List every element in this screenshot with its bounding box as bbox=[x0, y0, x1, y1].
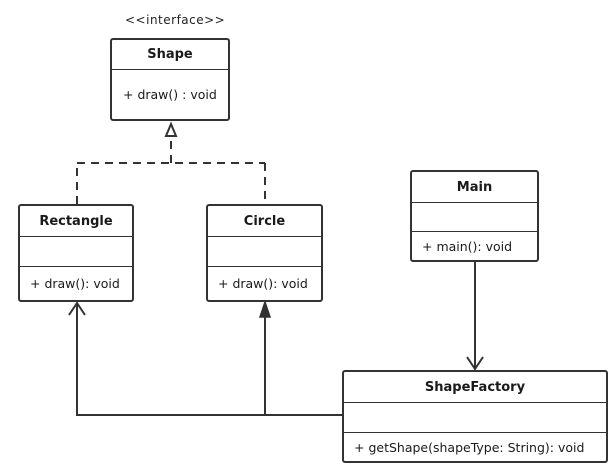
method: + draw(): void bbox=[30, 276, 120, 291]
hollow-triangle-arrowhead bbox=[164, 121, 178, 137]
attributes-compartment bbox=[344, 403, 606, 433]
class-rectangle[interactable]: Rectangle + draw(): void bbox=[18, 204, 134, 302]
method: + draw() : void bbox=[123, 87, 217, 102]
class-circle[interactable]: Circle + draw(): void bbox=[206, 204, 323, 302]
attributes-compartment bbox=[208, 237, 321, 267]
open-arrowhead bbox=[68, 301, 86, 316]
method: + getShape(shapeType: String): void bbox=[354, 439, 585, 455]
class-name: Main bbox=[412, 172, 537, 203]
interface-stereotype: <<interface>> bbox=[125, 13, 226, 27]
class-shape-factory[interactable]: ShapeFactory + getShape(shapeType: Strin… bbox=[342, 370, 608, 463]
class-main[interactable]: Main + main(): void bbox=[410, 170, 539, 262]
method: + main(): void bbox=[422, 238, 513, 254]
attributes-compartment bbox=[20, 237, 132, 267]
factory-to-rectangle-line bbox=[76, 303, 342, 416]
method: + draw(): void bbox=[218, 276, 308, 291]
class-name: ShapeFactory bbox=[344, 372, 606, 403]
class-shape[interactable]: Shape + draw() : void bbox=[110, 38, 230, 121]
attributes-compartment bbox=[412, 203, 537, 232]
realization-connector bbox=[76, 136, 266, 204]
class-name: Shape bbox=[112, 40, 228, 70]
class-name: Circle bbox=[208, 206, 321, 237]
open-arrowhead bbox=[466, 356, 484, 371]
filled-arrowhead bbox=[258, 299, 272, 318]
class-name: Rectangle bbox=[20, 206, 132, 237]
